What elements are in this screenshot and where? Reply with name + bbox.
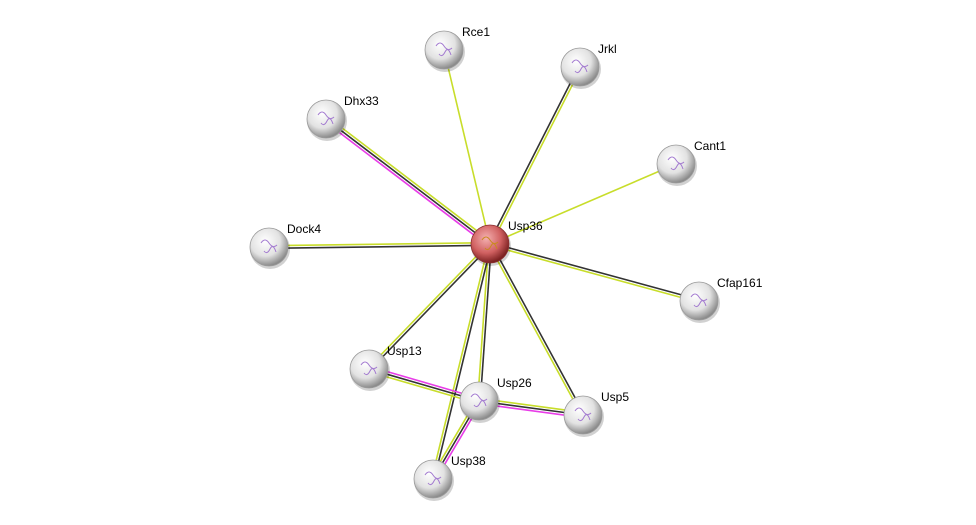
protein-structure-icon [435,42,453,57]
node-label: Usp36 [508,219,543,233]
edge-evidence-textmining [367,242,490,369]
edge-usp36-cfap161[interactable] [489,241,700,304]
node-label: Dock4 [287,222,321,236]
edge-evidence-textmining [327,116,493,243]
node-bubble[interactable] [656,144,696,184]
edge-usp36-usp13[interactable] [367,242,492,371]
node-bubble[interactable] [249,227,289,267]
edge-evidence-experiments [323,120,489,247]
node-label: Cfap161 [717,276,763,290]
node-cfap161[interactable]: Cfap161 [679,276,763,323]
edge-evidence-coexpression [488,66,580,244]
edge-evidence-coexpression [433,244,493,480]
nodes-layer: Usp36 Rce1JrklDhx33Cant1Dock4Cfap161Usp13… [249,25,763,501]
protein-structure-icon [571,59,589,74]
node-rce1[interactable]: Rce1 [424,25,490,72]
edge-evidence-textmining [490,67,582,245]
edge-evidence-textmining [443,49,491,245]
node-bubble[interactable] [470,224,510,264]
protein-structure-icon [574,407,592,422]
edge-evidence-textmining [430,243,490,479]
edge-evidence-coexpression [490,241,700,301]
edge-evidence-textmining [488,244,583,417]
edge-evidence-textmining [489,163,677,245]
protein-structure-icon [667,156,685,171]
edge-usp36-rce1[interactable] [443,49,491,245]
node-label: Rce1 [462,25,490,39]
node-bubble[interactable] [349,349,389,389]
node-usp36[interactable]: Usp36 [470,219,543,266]
node-usp26[interactable]: Usp26 [459,376,532,423]
edge-evidence-coexpression [490,242,585,415]
protein-structure-icon [360,361,378,376]
edge-evidence-coexpression [325,118,491,245]
node-bubble[interactable] [424,30,464,70]
edge-evidence-coexpression [479,244,493,402]
edge-usp36-jrkl[interactable] [488,66,582,245]
protein-structure-icon [260,239,278,254]
node-bubble[interactable] [413,459,453,499]
node-label: Usp38 [451,454,486,468]
node-jrkl[interactable]: Jrkl [560,42,617,89]
node-bubble[interactable] [560,47,600,87]
protein-structure-icon [317,111,335,126]
edge-evidence-textmining [489,244,699,304]
node-label: Usp5 [601,390,629,404]
node-usp5[interactable]: Usp5 [563,390,629,437]
node-label: Dhx33 [344,94,379,108]
edge-evidence-textmining [268,241,490,247]
node-label: Jrkl [598,42,617,56]
edge-usp36-usp26[interactable] [476,243,493,402]
node-bubble[interactable] [563,395,603,435]
edge-usp36-dock4[interactable] [268,241,491,250]
protein-structure-icon [481,236,499,251]
edge-usp36-dhx33[interactable] [323,116,493,247]
node-bubble[interactable] [306,99,346,139]
node-bubble[interactable] [459,381,499,421]
edge-evidence-textmining [476,243,490,401]
node-usp13[interactable]: Usp13 [349,344,422,391]
node-dock4[interactable]: Dock4 [249,222,321,269]
node-usp38[interactable]: Usp38 [413,454,486,501]
edge-evidence-coexpression [369,244,492,371]
edge-evidence-coexpression [269,244,491,250]
edge-usp36-usp38[interactable] [430,243,493,480]
node-label: Usp26 [497,376,532,390]
node-label: Usp13 [387,344,422,358]
node-bubble[interactable] [679,281,719,321]
node-label: Cant1 [694,139,726,153]
node-cant1[interactable]: Cant1 [656,139,726,186]
edge-usp36-cant1[interactable] [489,163,677,245]
protein-structure-icon [424,471,442,486]
edge-usp36-usp5[interactable] [488,242,585,417]
protein-structure-icon [690,293,708,308]
node-dhx33[interactable]: Dhx33 [306,94,379,141]
protein-structure-icon [470,393,488,408]
